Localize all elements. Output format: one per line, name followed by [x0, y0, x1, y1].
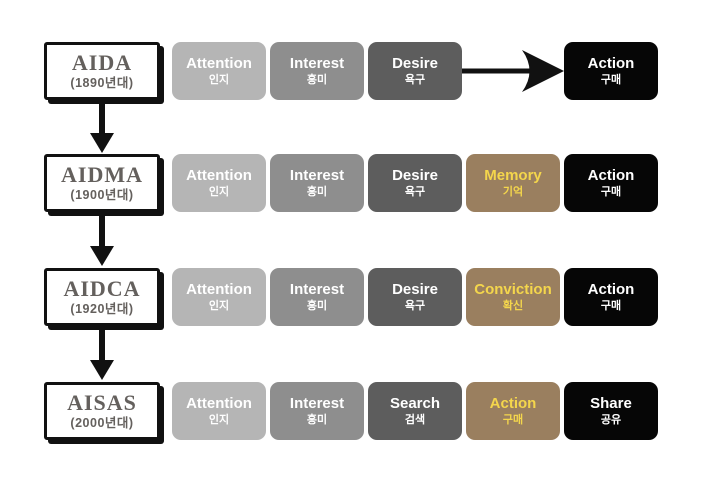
stage-sublabel: 욕구 — [404, 300, 426, 312]
model-period: (1890년대) — [70, 75, 134, 90]
stage-label: Desire — [392, 167, 438, 184]
arrow-down-icon — [89, 103, 115, 153]
stage-sublabel: 구매 — [600, 186, 622, 198]
stage-label: Attention — [186, 281, 252, 298]
stage-label: Interest — [289, 55, 345, 72]
stage-sublabel: 검색 — [404, 414, 426, 426]
stage-aisas-search: Search 검색 — [368, 382, 462, 440]
stage-aida-attention: Attention 인지 — [172, 42, 266, 100]
arrow-down-icon — [89, 330, 115, 380]
model-name: AISAS — [67, 389, 137, 415]
stage-label: Desire — [392, 55, 438, 72]
model-name: AIDCA — [63, 275, 141, 301]
stage-label: Interest — [289, 395, 345, 412]
stage-sublabel: 공유 — [600, 414, 622, 426]
stage-aidca-desire: Desire 욕구 — [368, 268, 462, 326]
stage-label: Action — [587, 167, 635, 184]
stage-label: Memory — [484, 167, 542, 184]
stage-aidca-action: Action 구매 — [564, 268, 658, 326]
stage-sublabel: 구매 — [600, 74, 622, 86]
stage-aisas-action: Action 구매 — [466, 382, 560, 440]
stage-label: Search — [389, 395, 441, 412]
stage-aida-desire: Desire 욕구 — [368, 42, 462, 100]
stage-aidma-interest: Interest 흥미 — [270, 154, 364, 212]
stage-sublabel: 욕구 — [404, 74, 426, 86]
model-box-aisas: AISAS (2000년대) — [44, 382, 160, 440]
model-name: AIDA — [71, 49, 133, 75]
stage-aisas-interest: Interest 흥미 — [270, 382, 364, 440]
model-period: (1900년대) — [70, 187, 134, 202]
arrow-down-icon — [89, 216, 115, 266]
stage-aidma-desire: Desire 욕구 — [368, 154, 462, 212]
stage-aidca-attention: Attention 인지 — [172, 268, 266, 326]
stage-label: Attention — [186, 55, 252, 72]
stage-label: Action — [587, 281, 635, 298]
stage-sublabel: 구매 — [502, 414, 524, 426]
stage-label: Conviction — [474, 281, 552, 298]
stage-label: Action — [587, 55, 635, 72]
model-period: (1920년대) — [70, 301, 134, 316]
stage-aidca-conviction: Conviction 확신 — [466, 268, 560, 326]
stage-sublabel: 흥미 — [306, 300, 328, 312]
stage-label: Interest — [289, 281, 345, 298]
stage-aisas-attention: Attention 인지 — [172, 382, 266, 440]
stage-aidma-attention: Attention 인지 — [172, 154, 266, 212]
stage-sublabel: 욕구 — [404, 186, 426, 198]
stage-sublabel: 인지 — [208, 300, 230, 312]
stage-aidma-action: Action 구매 — [564, 154, 658, 212]
arrow-right-icon — [462, 47, 564, 95]
stage-sublabel: 인지 — [208, 414, 230, 426]
stage-label: Attention — [186, 167, 252, 184]
stage-label: Share — [590, 395, 632, 412]
model-box-aidma: AIDMA (1900년대) — [44, 154, 160, 212]
stage-sublabel: 흥미 — [306, 414, 328, 426]
model-name: AIDMA — [61, 161, 143, 187]
model-box-aidca: AIDCA (1920년대) — [44, 268, 160, 326]
model-period: (2000년대) — [70, 415, 134, 430]
stage-label: Action — [489, 395, 537, 412]
stage-aida-interest: Interest 흥미 — [270, 42, 364, 100]
stage-aidma-memory: Memory 기억 — [466, 154, 560, 212]
stage-label: Interest — [289, 167, 345, 184]
stage-label: Attention — [186, 395, 252, 412]
stage-sublabel: 기억 — [502, 186, 524, 198]
model-box-aida: AIDA (1890년대) — [44, 42, 160, 100]
stage-label: Desire — [392, 281, 438, 298]
stage-sublabel: 흥미 — [306, 186, 328, 198]
stage-sublabel: 인지 — [208, 186, 230, 198]
stage-aida-action: Action 구매 — [564, 42, 658, 100]
stage-sublabel: 흥미 — [306, 74, 328, 86]
stage-sublabel: 확신 — [502, 300, 524, 312]
stage-sublabel: 인지 — [208, 74, 230, 86]
stage-aisas-share: Share 공유 — [564, 382, 658, 440]
stage-aidca-interest: Interest 흥미 — [270, 268, 364, 326]
stage-sublabel: 구매 — [600, 300, 622, 312]
